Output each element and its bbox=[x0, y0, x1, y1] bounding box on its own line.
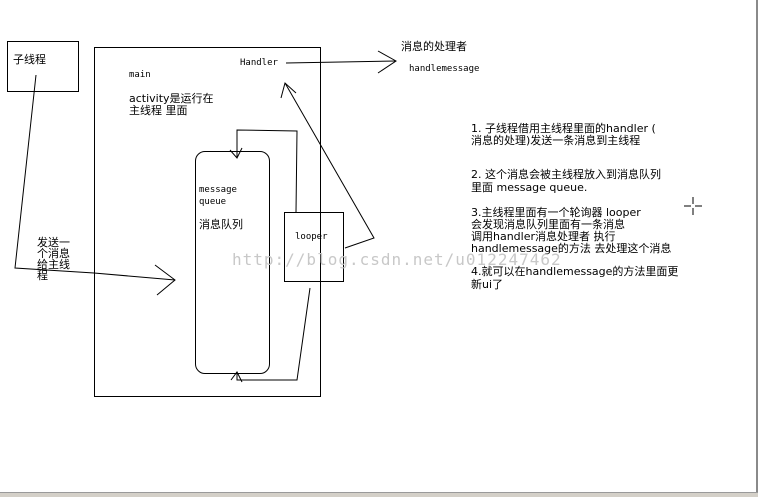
note-4b: 新ui了 bbox=[471, 278, 504, 291]
subthread-box bbox=[7, 41, 79, 92]
note-3c: 调用handler消息处理者 执行 bbox=[471, 230, 616, 243]
looper-to-queue-bottom-path bbox=[236, 287, 311, 381]
activity-text-line2: 主线程 里面 bbox=[129, 104, 188, 117]
note-2b: 里面 message queue. bbox=[471, 181, 588, 194]
send-arrowhead bbox=[154, 264, 176, 296]
note-3a: 3.主线程里面有一个轮询器 looper bbox=[471, 206, 641, 219]
queue-bottom-arrowhead bbox=[230, 371, 243, 383]
note-1b: 消息的处理)发送一条消息到主线程 bbox=[471, 134, 641, 147]
queue-top-arrowhead bbox=[229, 147, 243, 159]
send-text-l3: 给主线 bbox=[37, 258, 70, 271]
send-text-l2: 个消息 bbox=[37, 247, 70, 260]
processor-method: handlemessage bbox=[409, 64, 480, 74]
processor-title: 消息的处理者 bbox=[401, 40, 467, 53]
watermark-text: http://blog.csdn.net/u012247462 bbox=[232, 250, 562, 269]
note-3d: handlemessage的方法 去处理这个消息 bbox=[471, 242, 672, 255]
note-2a: 2. 这个消息会被主线程放入到消息队列 bbox=[471, 168, 661, 181]
looper-to-handler-line bbox=[284, 82, 375, 249]
looper-label: looper bbox=[295, 232, 328, 242]
send-text-l4: 程 bbox=[37, 269, 48, 282]
queue-label-line1: message bbox=[199, 185, 237, 195]
send-text-l1: 发送一 bbox=[37, 236, 70, 249]
queue-label-cn: 消息队列 bbox=[199, 218, 243, 231]
activity-text-line1: activity是运行在 bbox=[129, 92, 214, 105]
handler-to-processor-line bbox=[285, 60, 397, 64]
main-thread-box bbox=[94, 47, 321, 397]
window-right-edge bbox=[756, 0, 758, 497]
crosshair-cursor-icon bbox=[684, 197, 702, 215]
note-3b: 会发现消息队列里面有一条消息 bbox=[471, 218, 625, 231]
note-4a: 4.就可以在handlemessage的方法里面更 bbox=[471, 265, 679, 278]
main-title: main bbox=[129, 70, 151, 80]
queue-label-line2: queue bbox=[199, 197, 227, 207]
message-queue-box bbox=[195, 151, 270, 374]
handler-arrowhead bbox=[280, 82, 297, 99]
handler-label: Handler bbox=[240, 58, 278, 68]
looper-to-queue-top-path bbox=[236, 129, 298, 213]
subthread-label: 子线程 bbox=[13, 53, 46, 66]
note-1a: 1. 子线程借用主线程里面的handler ( bbox=[471, 122, 656, 135]
looper-box bbox=[284, 212, 344, 282]
subthread-send-path bbox=[14, 74, 176, 281]
window-bottom-edge bbox=[0, 492, 758, 497]
processor-arrowhead bbox=[377, 50, 397, 74]
